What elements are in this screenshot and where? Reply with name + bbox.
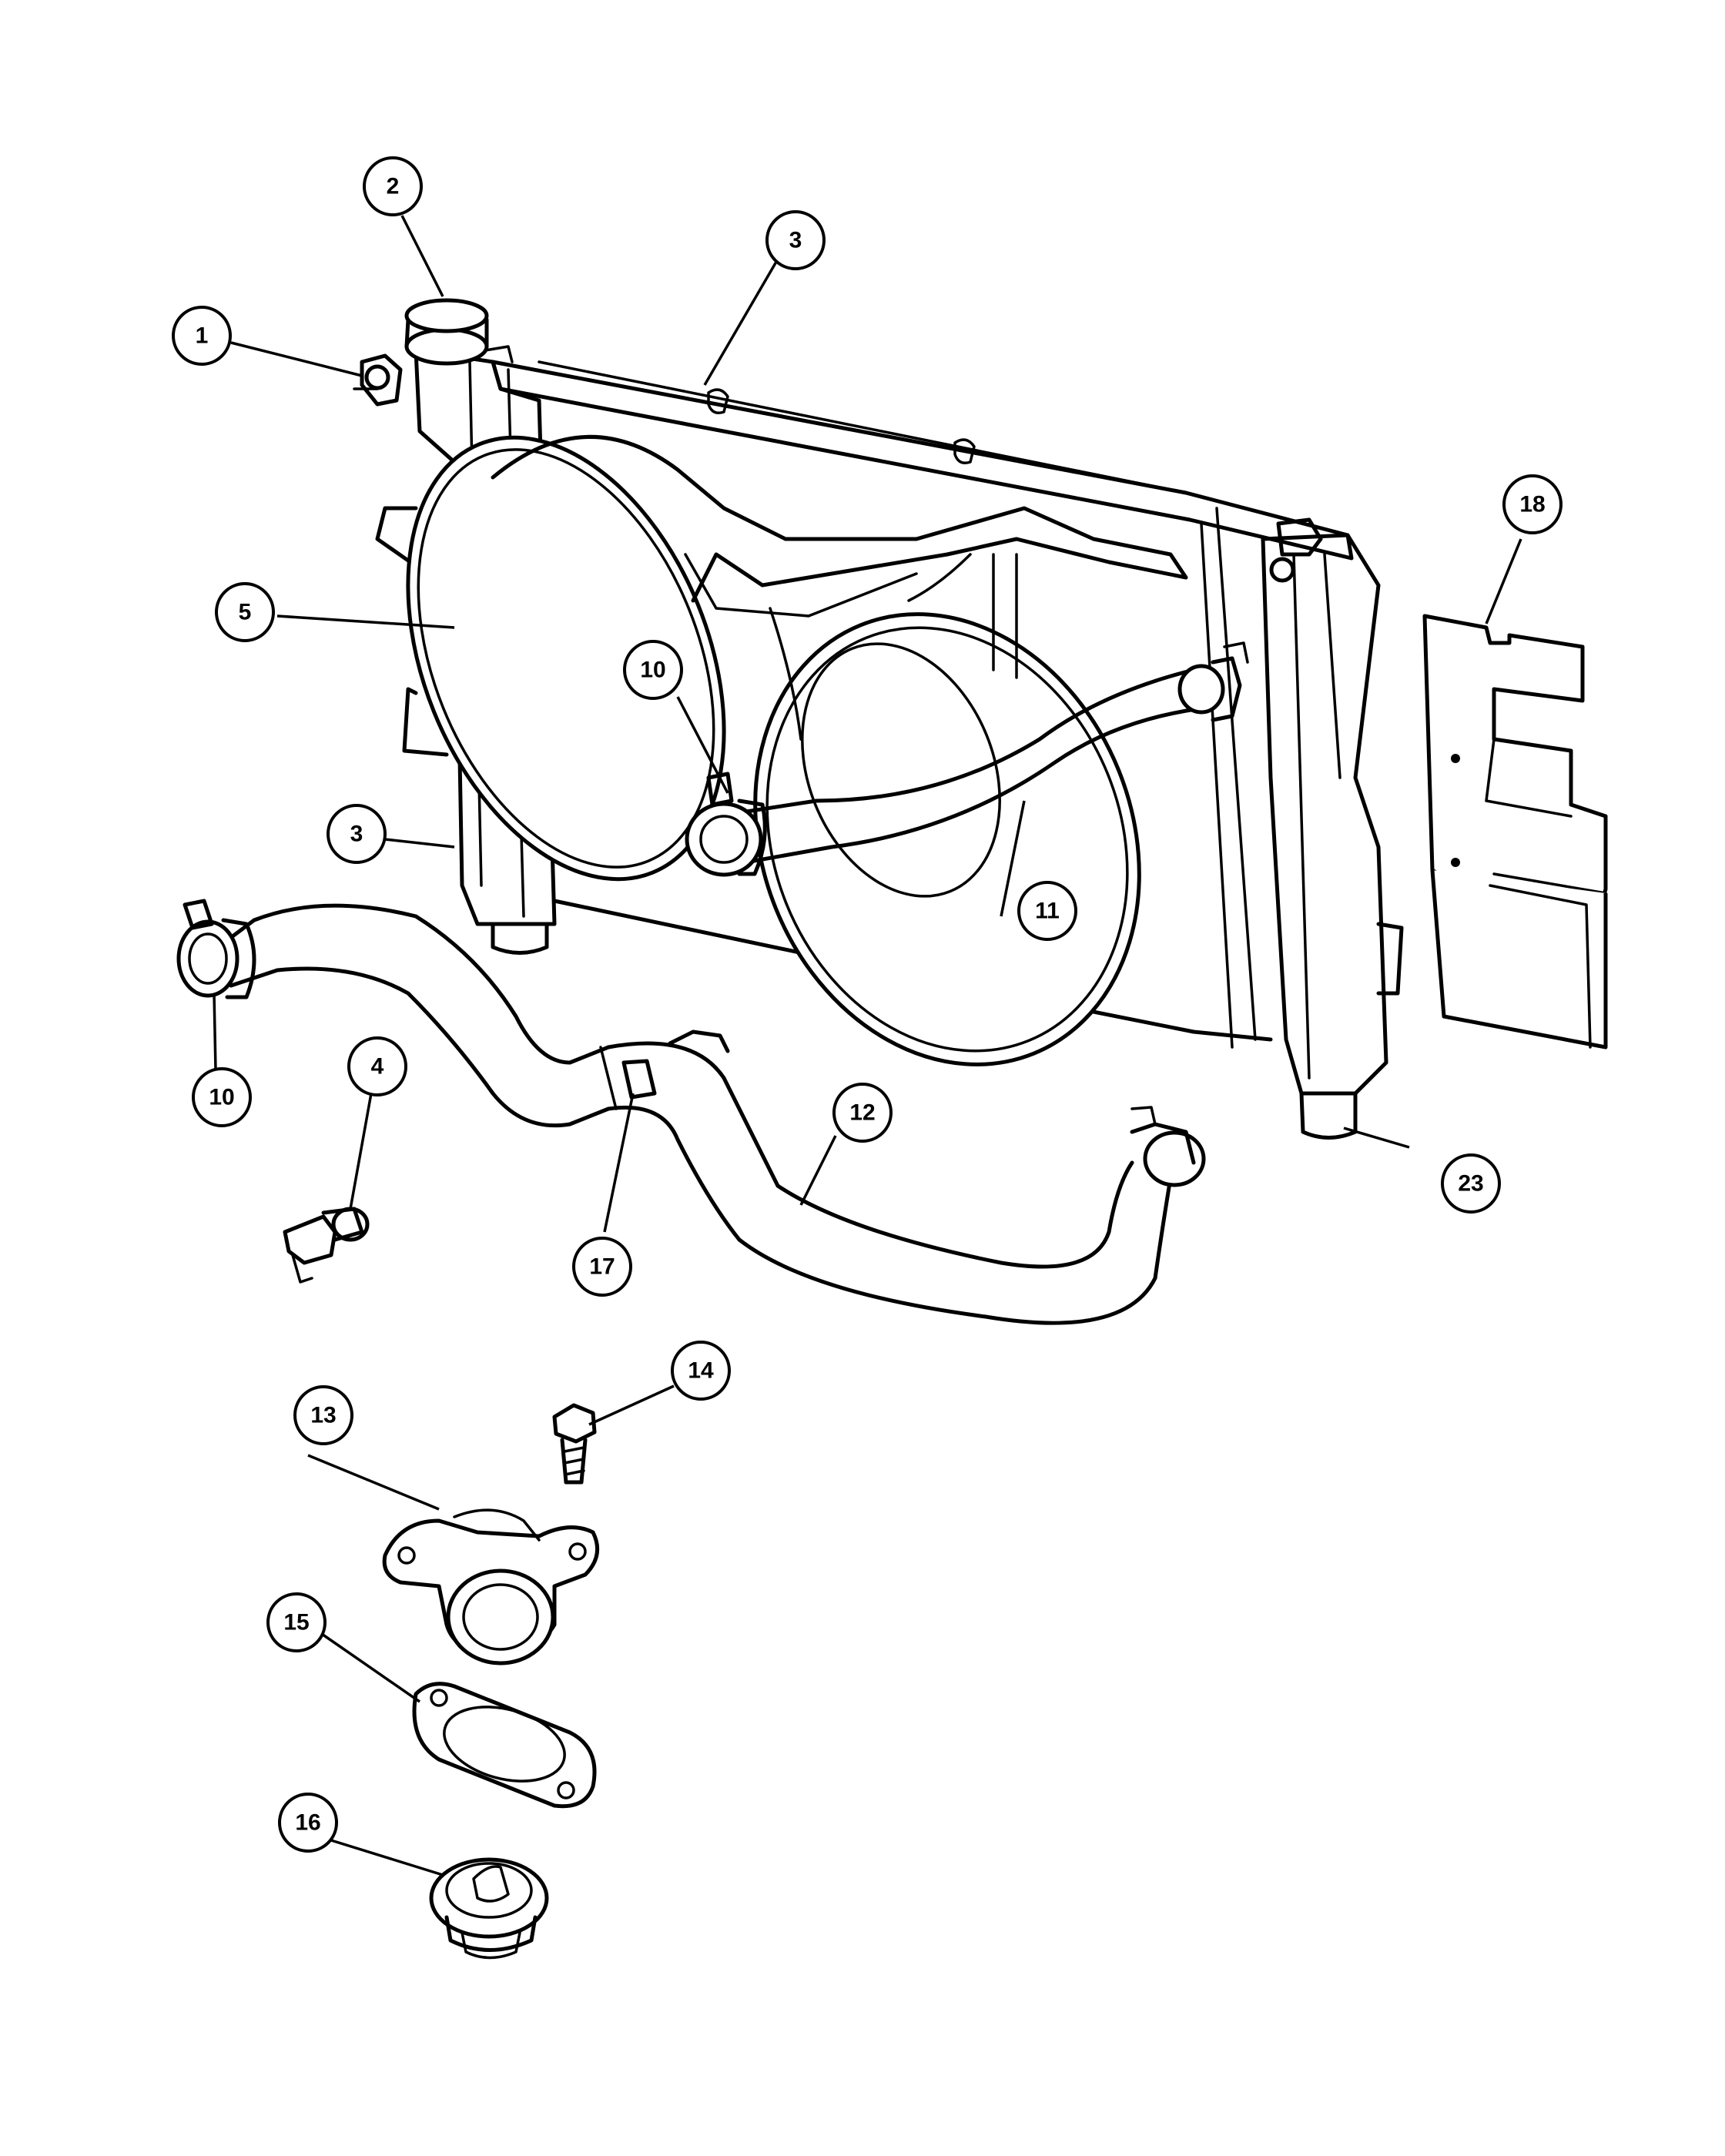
callout-11: 11 <box>1017 881 1077 941</box>
thermostat <box>429 1857 549 1960</box>
lower-radiator-hose <box>176 899 1206 1325</box>
callout-23: 23 <box>1441 1153 1501 1214</box>
callout-label: 5 <box>239 600 252 625</box>
drain-plug <box>283 1207 370 1284</box>
callout-label: 1 <box>196 323 209 349</box>
callout-4: 4 <box>347 1036 407 1096</box>
thermostat-housing <box>382 1508 600 1666</box>
callout-label: 4 <box>371 1054 384 1080</box>
drain-cock <box>353 353 403 407</box>
callout-12: 12 <box>832 1083 893 1143</box>
callout-label: 15 <box>283 1610 309 1635</box>
callout-label: 17 <box>589 1254 615 1280</box>
callout-label: 12 <box>849 1100 875 1126</box>
callout-18: 18 <box>1502 474 1563 534</box>
leader-lines <box>213 215 1522 1876</box>
upper-radiator-hose <box>685 641 1249 877</box>
callout-10-lower: 10 <box>192 1067 252 1127</box>
callout-label: 3 <box>350 822 363 847</box>
callout-label: 18 <box>1519 492 1545 517</box>
callout-label: 14 <box>688 1358 714 1384</box>
thermostat-gasket <box>412 1682 597 1809</box>
radiator-air-seal <box>1422 614 1608 1050</box>
callout-5: 5 <box>215 582 275 642</box>
callout-13: 13 <box>293 1385 353 1445</box>
callout-label: 10 <box>209 1085 234 1110</box>
callout-3-left: 3 <box>327 804 387 864</box>
callout-label: 13 <box>310 1403 336 1428</box>
callout-label: 23 <box>1458 1171 1483 1197</box>
callout-label: 2 <box>387 174 400 199</box>
callout-label: 10 <box>640 658 665 683</box>
thermostat-housing-bolt <box>552 1403 597 1485</box>
callout-17: 17 <box>572 1237 632 1297</box>
callout-1: 1 <box>172 306 232 366</box>
callout-3-top: 3 <box>765 210 826 270</box>
callout-16: 16 <box>278 1793 338 1853</box>
callout-15: 15 <box>266 1592 327 1652</box>
callout-2: 2 <box>363 156 423 216</box>
callout-label: 11 <box>1035 899 1060 924</box>
radiator-cap <box>404 298 514 366</box>
callout-10-upper: 10 <box>623 640 683 700</box>
fan-shroud <box>406 434 1188 1066</box>
callout-label: 16 <box>295 1810 320 1836</box>
callout-14: 14 <box>671 1341 731 1401</box>
callout-label: 3 <box>789 228 802 253</box>
